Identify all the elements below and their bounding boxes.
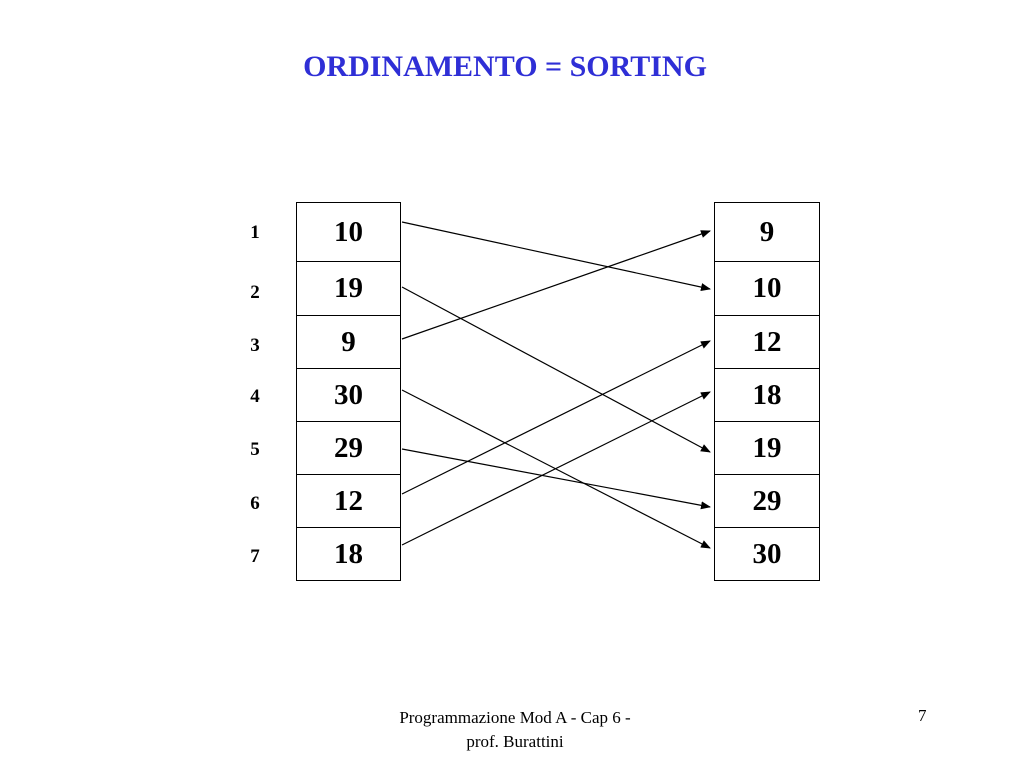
unsorted-cell: 10 xyxy=(296,202,401,262)
footer-line: Programmazione Mod A - Cap 6 - xyxy=(399,708,631,727)
sorted-cell: 10 xyxy=(714,261,820,316)
mapping-arrow xyxy=(401,286,711,453)
sorted-cell: 18 xyxy=(714,368,820,422)
sorted-cell: 19 xyxy=(714,421,820,475)
unsorted-cell: 12 xyxy=(296,474,401,528)
unsorted-cell: 29 xyxy=(296,421,401,475)
mapping-arrow xyxy=(401,391,711,546)
mapping-arrow xyxy=(401,340,711,495)
index-label: 4 xyxy=(250,386,260,407)
index-label: 3 xyxy=(250,335,260,356)
index-label: 5 xyxy=(250,439,260,460)
mapping-arrow xyxy=(401,221,711,291)
sorted-cell: 29 xyxy=(714,474,820,528)
sorted-cell: 30 xyxy=(714,527,820,581)
mapping-arrow xyxy=(401,448,711,510)
sorted-cell: 9 xyxy=(714,202,820,262)
footer-text: Programmazione Mod A - Cap 6 - prof. Bur… xyxy=(360,706,670,754)
unsorted-cell: 18 xyxy=(296,527,401,581)
index-label: 7 xyxy=(250,546,260,567)
mapping-arrow xyxy=(401,230,711,340)
index-label: 2 xyxy=(250,282,260,303)
unsorted-cell: 9 xyxy=(296,315,401,369)
unsorted-cell: 30 xyxy=(296,368,401,422)
slide-title: ORDINAMENTO = SORTING xyxy=(303,50,707,83)
index-label: 1 xyxy=(250,222,260,243)
footer-line: prof. Burattini xyxy=(466,732,564,751)
page-number: 7 xyxy=(918,706,927,725)
index-label: 6 xyxy=(250,493,260,514)
